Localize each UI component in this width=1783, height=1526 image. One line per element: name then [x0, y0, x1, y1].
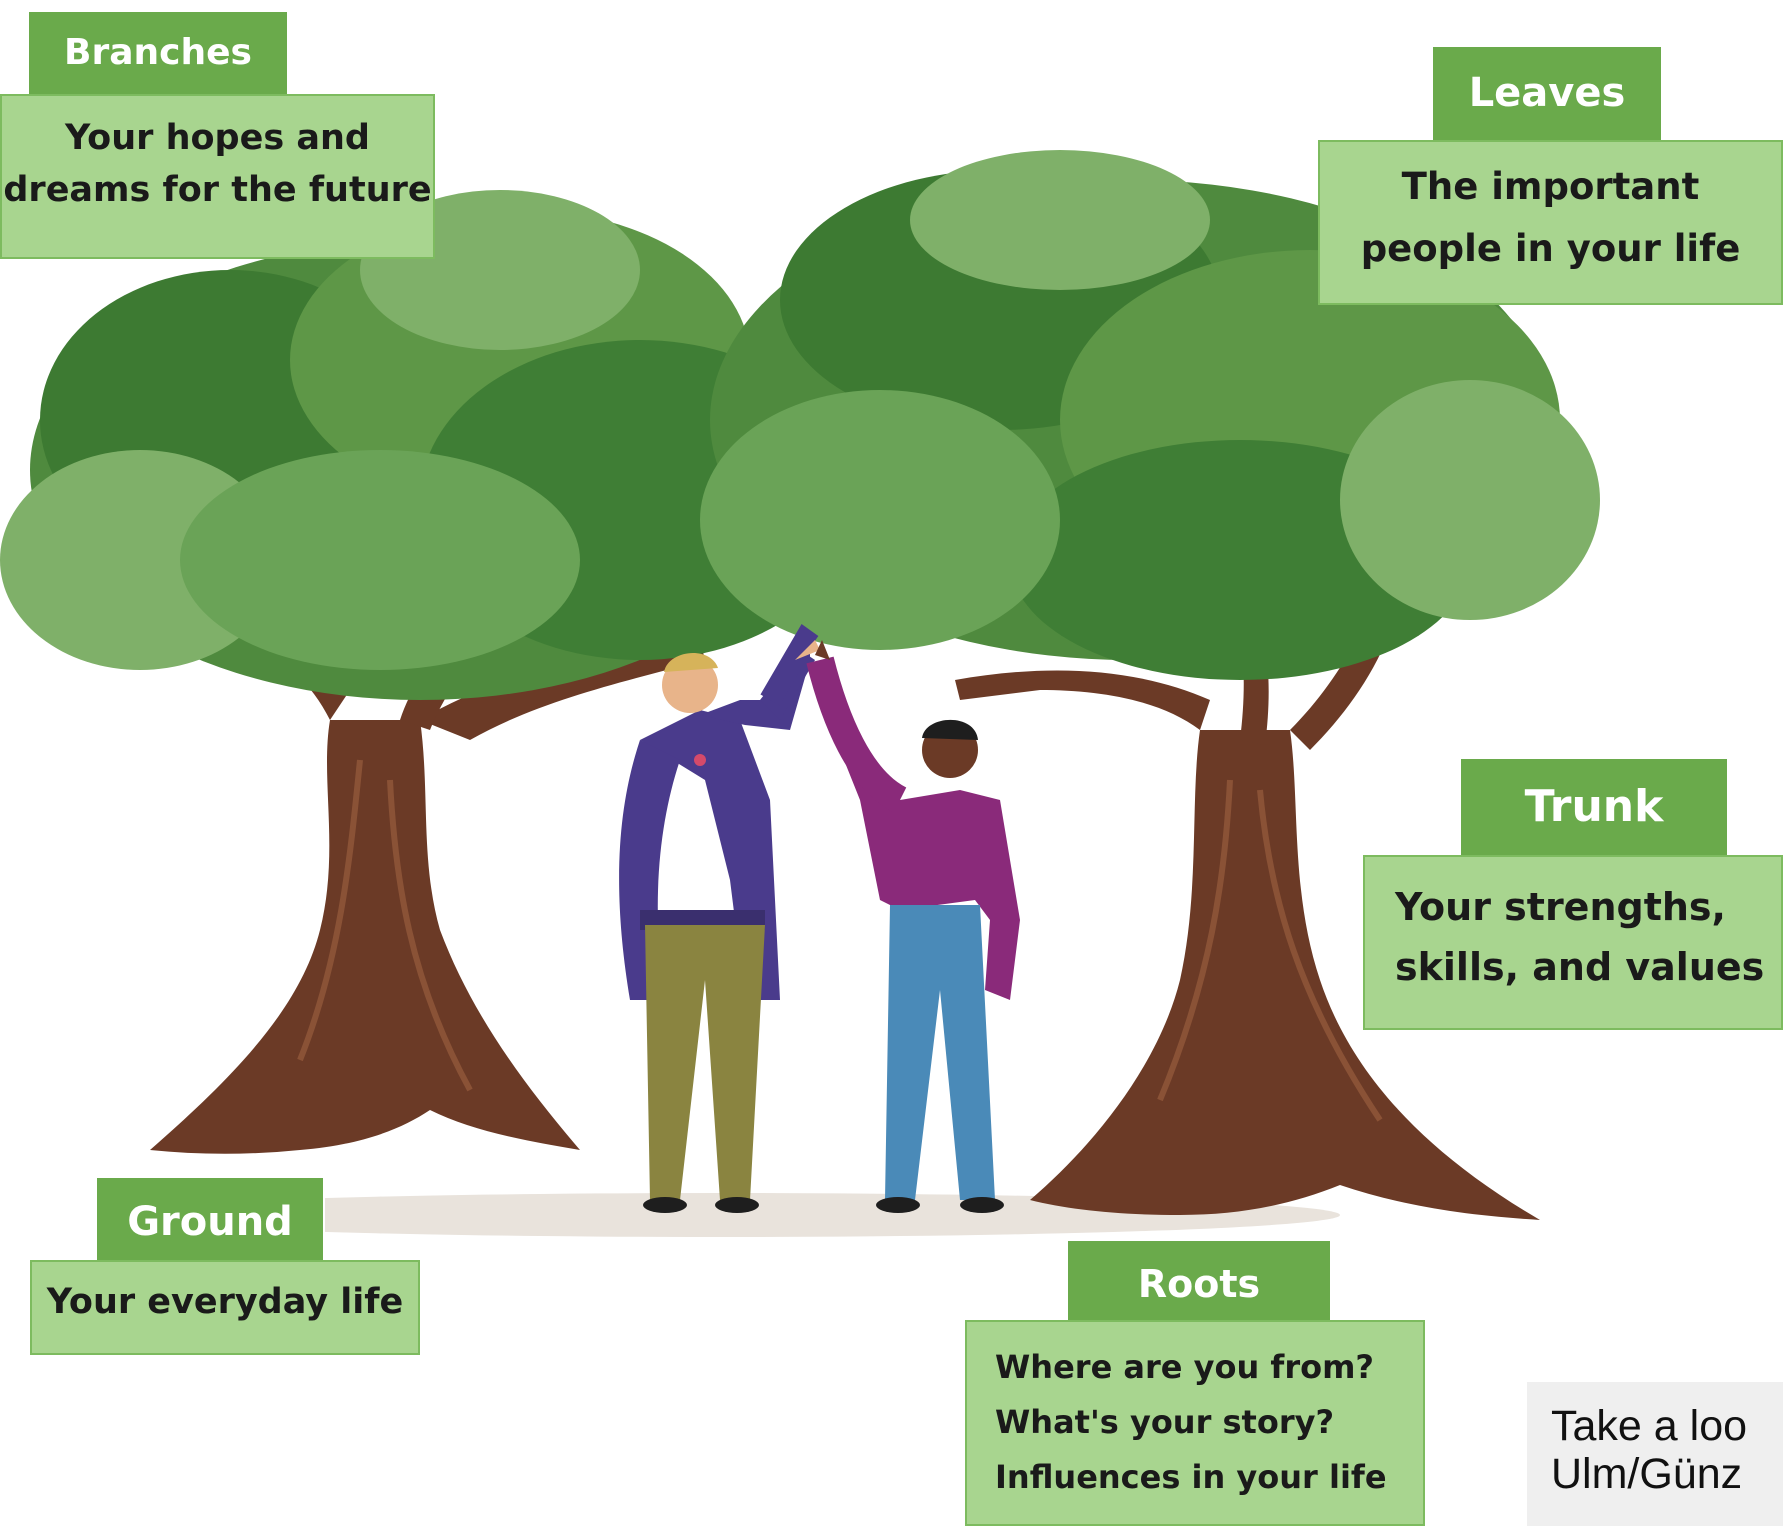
branches-line-1: Your hopes and [65, 118, 370, 158]
leaves-line-1: The important [1401, 165, 1700, 208]
branches-title-tab: Branches [27, 10, 289, 96]
leaves-line-2: people in your life [1360, 227, 1741, 270]
roots-line-3: Influences in your life [995, 1458, 1387, 1496]
ground-title-tab: Ground [95, 1176, 325, 1268]
roots-title-tab: Roots [1066, 1239, 1332, 1329]
ground-description-box: Your everyday life [30, 1260, 420, 1355]
ground-shadow [100, 1193, 1340, 1237]
trunk-description-box: Your strengths, skills, and values [1363, 855, 1783, 1030]
roots-description-box: Where are you from? What's your story? I… [965, 1320, 1425, 1526]
note-line-2: Ulm/Günz [1551, 1450, 1743, 1498]
ground-line-1: Your everyday life [46, 1282, 404, 1322]
trunk-line-2: skills, and values [1395, 945, 1765, 989]
person-left [619, 624, 820, 1213]
trunk-line-1: Your strengths, [1395, 885, 1726, 929]
person-right [806, 640, 1020, 1213]
trunk-title-tab: Trunk [1459, 757, 1729, 857]
cropped-note: Take a loo Ulm/Günz [1527, 1382, 1783, 1526]
roots-line-1: Where are you from? [995, 1348, 1374, 1386]
leaves-description-box: The important people in your life [1318, 140, 1783, 305]
branches-line-2: dreams for the future [3, 170, 432, 210]
leaves-title-tab: Leaves [1431, 45, 1663, 142]
note-line-1: Take a loo [1551, 1402, 1748, 1450]
roots-line-2: What's your story? [995, 1403, 1335, 1441]
branches-description-box: Your hopes and dreams for the future [0, 94, 435, 259]
